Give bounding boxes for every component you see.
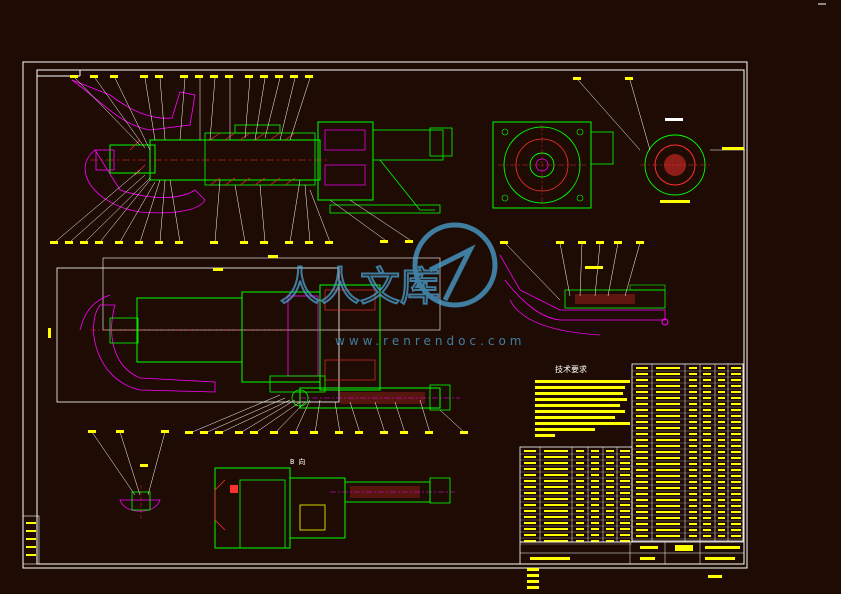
technical-requirements-title: 技术要求 — [555, 364, 587, 374]
revision-block — [22, 515, 40, 565]
leader-lines-plan — [189, 394, 466, 434]
view-b-label: B 向 — [290, 457, 305, 466]
section-a-a-view — [640, 118, 745, 203]
seal-logo-icon — [412, 222, 498, 308]
drawing-frame — [22, 3, 826, 569]
title-block — [519, 541, 745, 589]
balloon-labels-plan — [48, 255, 468, 434]
watermark: 人人文库 www.renrendoc.com — [279, 222, 525, 348]
detail-view-lower-left — [88, 430, 169, 520]
watermark-url: www.renrendoc.com — [335, 334, 525, 348]
section-a-a-label — [665, 118, 683, 121]
parts-list-table-left — [519, 446, 633, 545]
parts-list-table-right — [631, 363, 744, 542]
leader-lines-detail — [500, 241, 644, 301]
detail-view-right — [499, 254, 669, 336]
balloon-labels-top — [50, 75, 413, 244]
leader-lines-top — [54, 77, 411, 243]
plan-view — [56, 257, 460, 411]
watermark-brand: 人人文库 — [280, 264, 440, 310]
main-section-view — [71, 79, 453, 214]
view-b: B 向 — [214, 457, 455, 549]
technical-requirements: 技术要求 — [535, 364, 630, 437]
flange-end-view — [492, 121, 614, 209]
leader-lines-right — [573, 77, 651, 151]
